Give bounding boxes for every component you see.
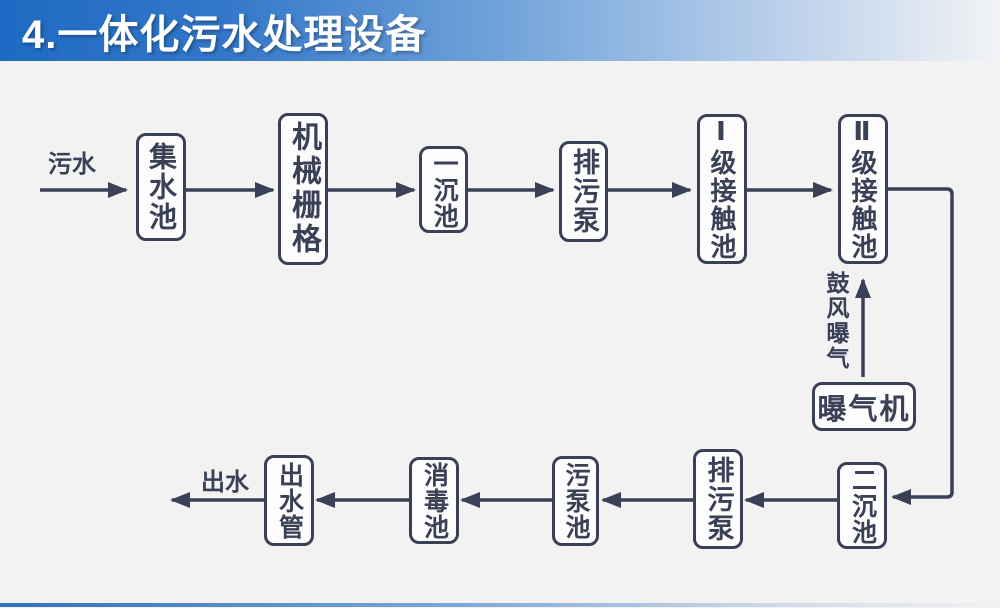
node-aerator-label: 曝气机 <box>817 393 911 426</box>
node-disinfection-tank: 消毒池 <box>409 457 459 544</box>
node-sewage-pump-top: 排污泵 <box>559 141 608 242</box>
node-mechanical-grid: 机械栅格 <box>278 113 328 265</box>
node-collection-tank-label: 集水池 <box>146 142 177 232</box>
node-secondary-sedimentation-label: 二沉池 <box>848 466 877 545</box>
node-secondary-sedimentation: 二沉池 <box>837 462 887 549</box>
node-outlet-pipe-label: 出水管 <box>275 461 304 540</box>
node-contact-tank-1-label: Ⅰ级接触池 <box>707 117 737 261</box>
node-contact-tank-2: Ⅱ级接触池 <box>838 114 888 264</box>
node-contact-tank-1: Ⅰ级接触池 <box>697 114 747 264</box>
outflow-label: 出水 <box>201 469 249 496</box>
node-mechanical-grid-label: 机械栅格 <box>287 121 320 257</box>
node-sewage-pump-bottom: 排污泵 <box>693 449 743 549</box>
node-sewage-pump-bottom-label: 排污泵 <box>703 455 734 543</box>
inflow-label: 污水 <box>48 151 96 178</box>
node-primary-sedimentation-label: 一沉池 <box>430 150 458 229</box>
node-primary-sedimentation: 一沉池 <box>419 146 468 233</box>
aeration-label: 鼓风曝气 <box>823 271 849 371</box>
slide-title: 4.一体化污水处理设备 <box>22 12 427 57</box>
node-sludge-pump-tank: 污泵池 <box>552 456 599 546</box>
arrow-contact2-to-secondary <box>888 187 954 505</box>
node-aerator: 曝气机 <box>812 382 916 431</box>
node-disinfection-tank-label: 消毒池 <box>420 461 449 540</box>
footer-accent-bar <box>0 603 1000 607</box>
node-sewage-pump-top-label: 排污泵 <box>569 148 599 235</box>
node-collection-tank: 集水池 <box>136 133 186 241</box>
slide-header: 4.一体化污水处理设备 <box>0 0 1000 61</box>
node-sludge-pump-tank-label: 污泵池 <box>562 462 590 540</box>
node-contact-tank-2-label: Ⅱ级接触池 <box>848 117 878 261</box>
node-outlet-pipe: 出水管 <box>264 455 314 546</box>
